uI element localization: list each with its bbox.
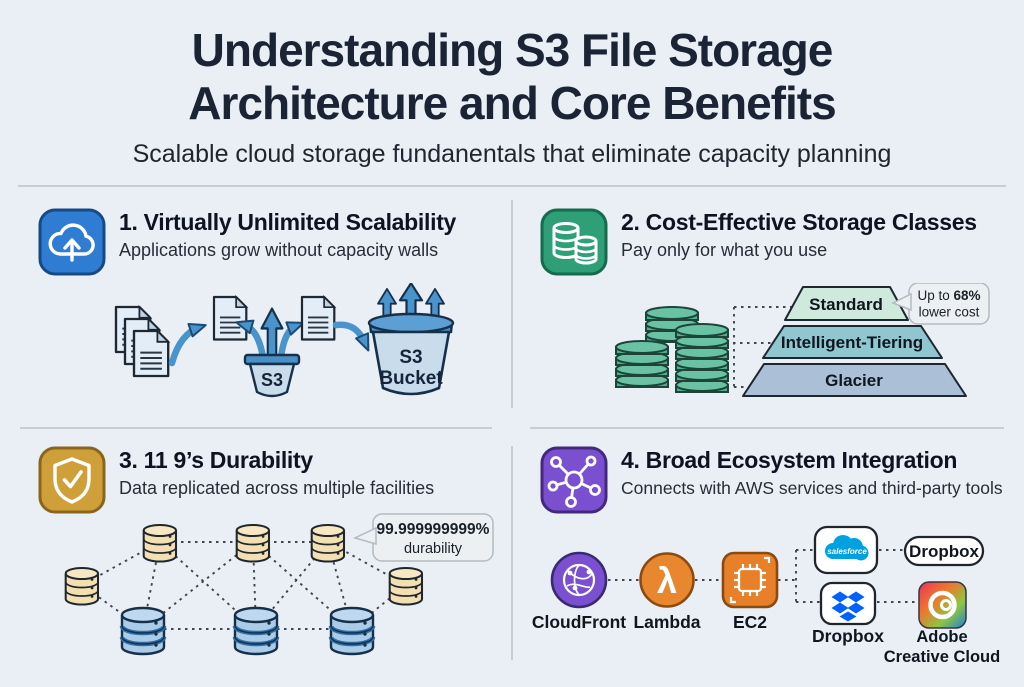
page-title: Understanding S3 File Storage Architectu… bbox=[0, 24, 1024, 130]
tier-glacier-label: Glacier bbox=[825, 371, 883, 390]
dropbox-label: Dropbox bbox=[812, 626, 884, 646]
document-stack bbox=[114, 305, 170, 378]
page-title-line2: Architecture and Core Benefits bbox=[188, 76, 836, 129]
integration-links bbox=[608, 549, 917, 603]
ecosystem-subtitle: Connects with AWS services and third-par… bbox=[621, 477, 1003, 498]
svg-text:λ: λ bbox=[657, 560, 677, 601]
database-nodes bbox=[64, 523, 424, 654]
tier-intelligent-tiering-label: Intelligent-Tiering bbox=[781, 333, 923, 352]
cloudfront-label: CloudFront bbox=[532, 612, 626, 632]
durability-callout-line2: durability bbox=[404, 541, 463, 557]
divider-horizontal-right bbox=[530, 427, 1004, 429]
dropbox-pill-label: Dropbox bbox=[909, 542, 979, 561]
network-hub-icon bbox=[540, 446, 608, 514]
scalability-diagram: S3 S3 Bucket bbox=[114, 283, 455, 398]
document-a bbox=[212, 295, 248, 341]
cloud-upload-icon bbox=[38, 208, 106, 276]
quadrant-scalability-header: 1. Virtually Unlimited Scalability Appli… bbox=[38, 208, 498, 276]
cloudfront-icon bbox=[550, 551, 608, 609]
quadrant-durability-text: 3. 11 9’s Durability Data replicated acr… bbox=[119, 446, 434, 499]
adobe-label-line1: Adobe bbox=[916, 628, 967, 646]
cost-callout: Up to 68% lower cost bbox=[891, 283, 990, 325]
lambda-label: Lambda bbox=[633, 612, 700, 632]
durability-subtitle: Data replicated across multiple faciliti… bbox=[119, 477, 435, 498]
tier-standard-label: Standard bbox=[809, 295, 883, 314]
dropbox-icon bbox=[819, 581, 877, 626]
durability-callout: 99.999999999% durability bbox=[352, 513, 494, 562]
storage-pyramid: Standard Intelligent-Tiering Glacier bbox=[742, 286, 967, 397]
salesforce-logo-text: salesforce bbox=[827, 547, 867, 556]
ec2-label: EC2 bbox=[733, 612, 767, 632]
divider-horizontal-left bbox=[20, 427, 492, 429]
storage-title: 2. Cost-Effective Storage Classes bbox=[621, 209, 977, 235]
flow-arrow-2 bbox=[332, 321, 370, 352]
durability-title: 3. 11 9’s Durability bbox=[119, 447, 313, 473]
s3-small-bucket-label: S3 bbox=[261, 370, 283, 390]
ecosystem-title: 4. Broad Ecosystem Integration bbox=[621, 447, 958, 473]
document-b bbox=[300, 295, 336, 341]
s3-big-bucket-label-2: Bucket bbox=[379, 368, 443, 389]
tier-standard bbox=[784, 286, 909, 321]
adobe-creative-cloud-icon bbox=[918, 581, 967, 629]
shield-check-icon bbox=[38, 446, 106, 514]
ec2-icon bbox=[721, 551, 779, 609]
scalability-title: 1. Virtually Unlimited Scalability bbox=[119, 209, 457, 235]
durability-diagram: 99.999999999% durability bbox=[64, 513, 494, 680]
s3-big-bucket-label-1: S3 bbox=[399, 347, 422, 368]
coin-stacks-icon bbox=[540, 208, 608, 276]
cost-callout-line1: Up to 68% bbox=[917, 288, 980, 303]
quadrant-storage-header: 2. Cost-Effective Storage Classes Pay on… bbox=[540, 208, 1005, 276]
coin-stacks bbox=[615, 306, 729, 393]
page-subtitle: Scalable cloud storage fundanentals that… bbox=[132, 140, 892, 168]
s3-big-bucket: S3 Bucket bbox=[367, 283, 455, 396]
storage-classes-diagram: Standard Intelligent-Tiering Glacier Up … bbox=[615, 283, 990, 397]
page-title-line1: Understanding S3 File Storage bbox=[191, 24, 834, 76]
tier-glacier bbox=[742, 363, 967, 397]
quadrant-durability-header: 3. 11 9’s Durability Data replicated acr… bbox=[38, 446, 498, 514]
s3-small-bucket: S3 bbox=[235, 307, 305, 398]
divider-vertical-bottom bbox=[511, 446, 513, 660]
durability-callout-line1: 99.999999999% bbox=[377, 521, 490, 538]
ecosystem-diagram: CloudFront λ Lambda EC2 salesforce Dropb… bbox=[532, 525, 1000, 666]
scalability-subtitle: Applications grow without capacity walls bbox=[119, 239, 439, 260]
flow-arrow-1 bbox=[168, 323, 207, 367]
divider-vertical-top bbox=[511, 200, 513, 408]
adobe-label-line2: Creative Cloud bbox=[884, 648, 1000, 666]
dropbox-pill: Dropbox bbox=[903, 535, 985, 567]
salesforce-icon: salesforce bbox=[813, 525, 879, 575]
tier-connectors bbox=[712, 306, 802, 388]
quadrant-storage-text: 2. Cost-Effective Storage Classes Pay on… bbox=[621, 208, 977, 261]
quadrant-ecosystem-text: 4. Broad Ecosystem Integration Connects … bbox=[621, 446, 1003, 499]
quadrant-ecosystem-header: 4. Broad Ecosystem Integration Connects … bbox=[540, 446, 1008, 514]
lambda-icon: λ bbox=[639, 552, 695, 608]
tier-intelligent-tiering bbox=[762, 325, 943, 359]
header-divider bbox=[18, 185, 1006, 187]
quadrant-scalability-text: 1. Virtually Unlimited Scalability Appli… bbox=[119, 208, 456, 261]
cost-callout-line2: lower cost bbox=[919, 305, 980, 320]
storage-subtitle: Pay only for what you use bbox=[621, 239, 828, 260]
